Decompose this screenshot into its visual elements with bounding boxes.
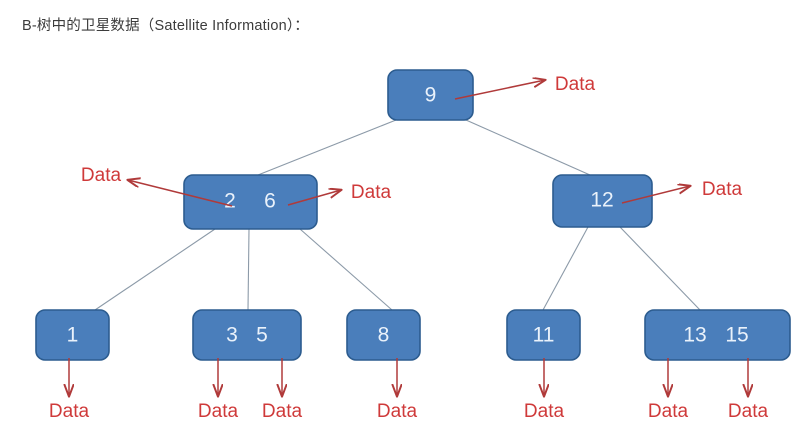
- node-12-key-0: 12: [590, 189, 613, 212]
- node-9-key-0: 9: [425, 84, 437, 107]
- data-label-node12-right: Data: [702, 179, 743, 200]
- leaf-8-key-0: 8: [378, 324, 390, 347]
- node-12-box[interactable]: [552, 174, 653, 228]
- edge-node26-to-leaf-3-5: [247, 228, 250, 311]
- leaf-8-box[interactable]: [346, 309, 421, 361]
- edge-root-to-node-12: [465, 119, 591, 176]
- arrow-root-right-icon: [454, 80, 545, 100]
- node-2-6-box[interactable]: [183, 174, 318, 230]
- edge-root-to-node-2-6: [257, 119, 397, 176]
- data-label-leaf35-a: Data: [198, 401, 239, 422]
- data-labels: Data Data Data Data Data Data Data Data …: [49, 74, 769, 422]
- leaf-8[interactable]: 8: [346, 309, 421, 361]
- leaf-13-15[interactable]: 13 15: [644, 309, 791, 361]
- leaf-13-15-key-0: 13: [683, 324, 706, 347]
- leaf-3-5-box[interactable]: [192, 309, 302, 361]
- leaf-3-5-key-1: 5: [256, 324, 268, 347]
- leaf-11[interactable]: 11: [506, 309, 581, 361]
- tree-nodes: 9 2 6 12 1 3 5 8 11: [35, 69, 791, 361]
- node-2-6-key-0: 2: [224, 190, 236, 213]
- data-label-node26-left: Data: [81, 165, 122, 186]
- edge-node26-to-leaf-8: [299, 228, 393, 311]
- leaf-13-15-box[interactable]: [644, 309, 791, 361]
- node-12[interactable]: 12: [552, 174, 653, 228]
- data-label-leaf11: Data: [524, 401, 565, 422]
- arrow-node12-right-icon: [621, 186, 690, 204]
- leaf-3-5-key-0: 3: [226, 324, 238, 347]
- leaf-13-15-key-1: 15: [725, 324, 748, 347]
- data-label-leaf1315-b: Data: [728, 401, 769, 422]
- edge-node12-to-leaf-11: [542, 226, 589, 311]
- leaf-1[interactable]: 1: [35, 309, 110, 361]
- arrow-node26-right-icon: [287, 190, 341, 206]
- data-label-leaf35-b: Data: [262, 401, 303, 422]
- leaf-1-key-0: 1: [67, 324, 79, 347]
- data-label-leaf8: Data: [377, 401, 418, 422]
- node-2-6-key-1: 6: [264, 190, 276, 213]
- data-arrows: [69, 80, 748, 396]
- arrow-node26-left-icon: [128, 180, 233, 207]
- leaf-11-key-0: 11: [533, 324, 555, 347]
- edge-node26-to-leaf-1: [94, 228, 216, 311]
- data-label-root-right: Data: [555, 74, 596, 95]
- node-9[interactable]: 9: [387, 69, 474, 121]
- tree-edges: [94, 119, 701, 311]
- leaf-1-box[interactable]: [35, 309, 110, 361]
- data-label-leaf1315-a: Data: [648, 401, 689, 422]
- leaf-3-5[interactable]: 3 5: [192, 309, 302, 361]
- node-2-6[interactable]: 2 6: [183, 174, 318, 230]
- page-title: B-树中的卫星数据（Satellite Information）：: [22, 18, 309, 34]
- data-label-leaf1: Data: [49, 401, 90, 422]
- edge-node12-to-leaf-13-15: [619, 226, 701, 311]
- data-label-node26-right: Data: [351, 182, 392, 203]
